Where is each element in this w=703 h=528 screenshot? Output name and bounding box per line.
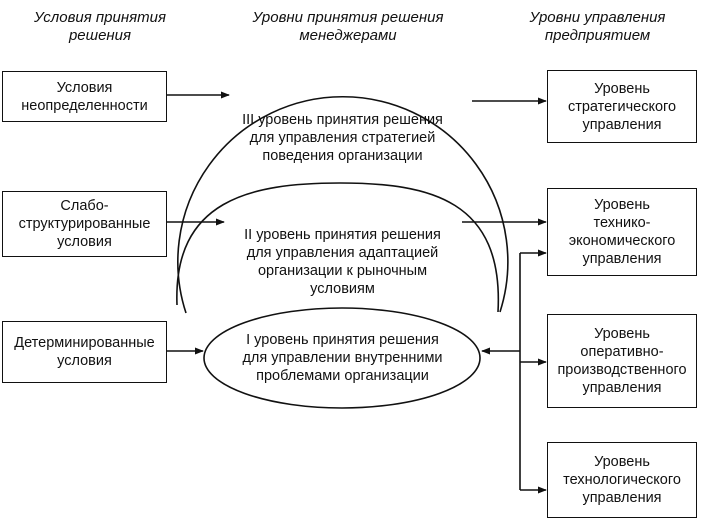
level1-ellipse: [203, 307, 481, 409]
header-decision-levels: Уровни принятия решения менеджерами: [252, 9, 444, 44]
header-conditions: Условия принятия решения: [34, 9, 166, 44]
condition-uncertainty-box: Условия неопределенности: [2, 71, 167, 122]
condition-deterministic-box: Детерминированные условия: [2, 321, 167, 383]
level2-dome: [176, 182, 500, 313]
management-strategic-box: Уровень стратегического управления: [547, 70, 697, 143]
header-management-levels: Уровни управления предприятием: [529, 9, 666, 44]
management-operational-box: Уровень оперативно- производственного уп…: [547, 314, 697, 408]
level3-text: III уровень принятия решения для управле…: [242, 112, 443, 164]
level1-text: I уровень принятия решения для управлени…: [242, 332, 443, 384]
management-technoeconomic-box: Уровень технико- экономического управлен…: [547, 188, 697, 276]
level2-text: II уровень принятия решения для управлен…: [244, 227, 441, 297]
management-technological-box: Уровень технологического управления: [547, 442, 697, 518]
level3-circle: [177, 96, 509, 314]
condition-semistructured-box: Слабо- структурированные условия: [2, 191, 167, 257]
